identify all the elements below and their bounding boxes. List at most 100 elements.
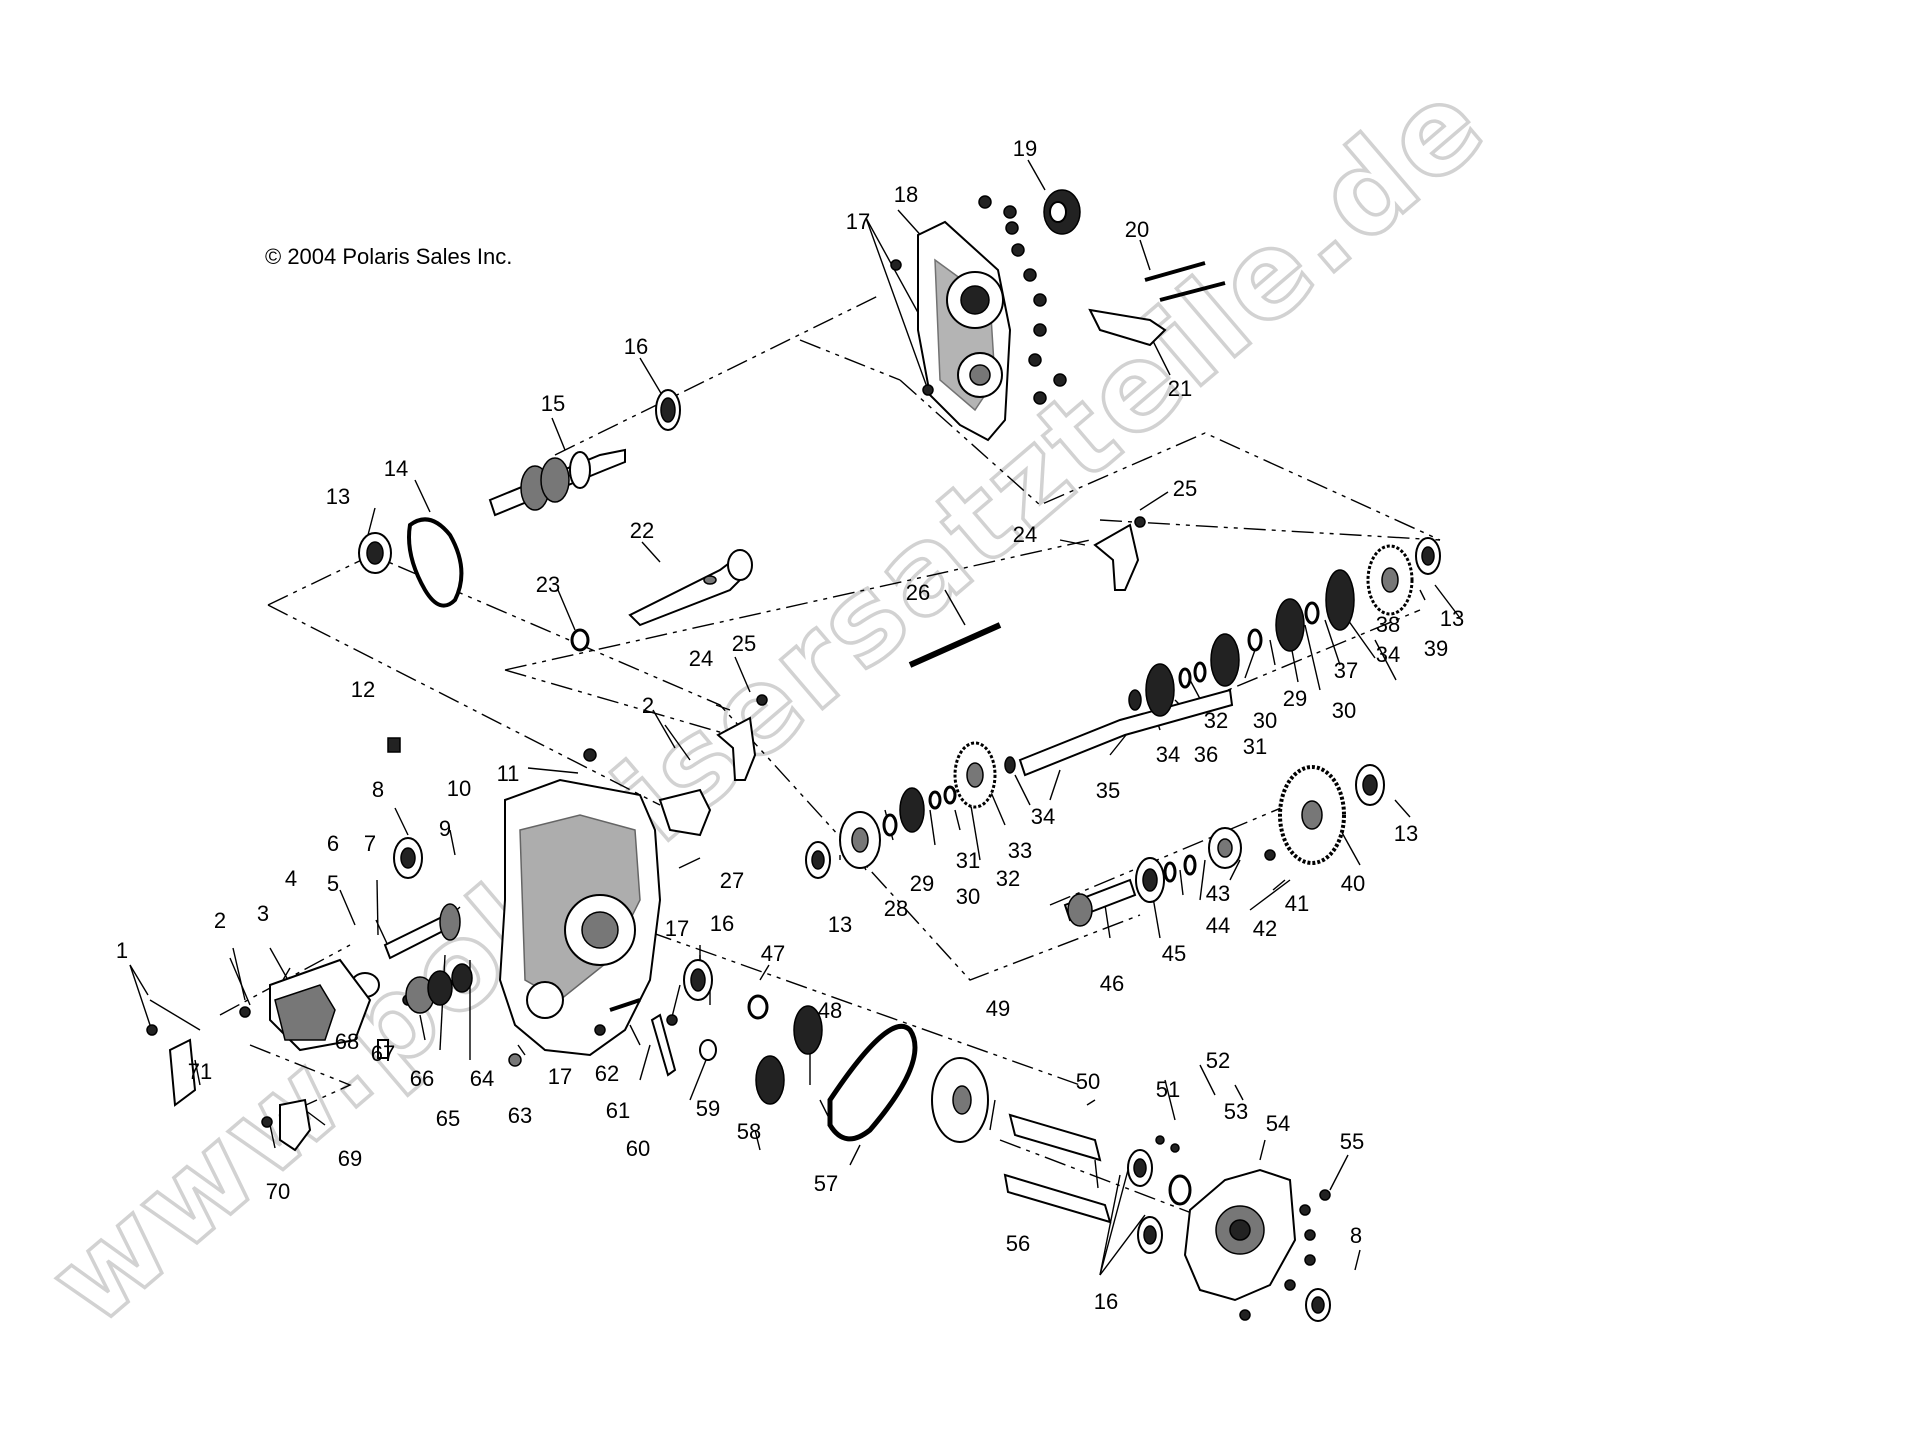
shaft-46 xyxy=(1063,878,1137,927)
callout-22: 22 xyxy=(630,518,654,543)
switch-3 xyxy=(274,984,336,1041)
washer-47 xyxy=(747,994,769,1020)
callout-17-mid: 17 xyxy=(665,916,689,941)
guide-line-left xyxy=(267,604,661,806)
callout-3: 3 xyxy=(257,901,269,926)
callout-46: 46 xyxy=(1100,971,1124,996)
callout-59: 59 xyxy=(696,1096,720,1121)
callout-16-top: 16 xyxy=(624,334,648,359)
callout-37: 37 xyxy=(1334,658,1358,683)
guide-line-lower-output xyxy=(999,1139,1211,1221)
snap-ring-53 xyxy=(1168,1174,1192,1206)
callout-64: 64 xyxy=(470,1066,494,1091)
callout-62: 62 xyxy=(595,1061,619,1086)
callout-41: 41 xyxy=(1285,891,1309,916)
washer-34-mid xyxy=(1128,689,1142,711)
callout-labels: 19 18 17 20 21 16 15 14 13 22 23 25 24 2… xyxy=(116,136,1464,1314)
cover-bolts-55 xyxy=(1239,1189,1331,1321)
callout-66: 66 xyxy=(410,1066,434,1091)
callout-6: 6 xyxy=(327,831,339,856)
callout-4: 4 xyxy=(285,866,297,891)
callout-1: 1 xyxy=(116,938,128,963)
bolt-17-lower xyxy=(594,1024,606,1036)
callout-65: 65 xyxy=(436,1106,460,1131)
guide-line-cover xyxy=(799,339,901,381)
callout-16-mid: 16 xyxy=(710,911,734,936)
callout-52: 52 xyxy=(1206,1048,1230,1073)
callout-7: 7 xyxy=(364,831,376,856)
bearing-45 xyxy=(1135,857,1165,903)
gear-33 xyxy=(953,741,997,809)
washer-32-mid xyxy=(1193,661,1207,683)
guide-line-lower-shaft xyxy=(267,554,1141,981)
shift-drum-22 xyxy=(628,549,753,627)
detent-25-lower xyxy=(756,694,768,706)
callout-13-left: 13 xyxy=(326,484,350,509)
callout-60: 60 xyxy=(626,1136,650,1161)
bolt-2-left xyxy=(239,1006,251,1018)
flange-42 xyxy=(1208,827,1242,869)
o-ring-23 xyxy=(570,628,590,652)
washer-31-low xyxy=(928,790,942,810)
shift-fork-24-upper xyxy=(1093,523,1140,591)
guide-line-upper-frame xyxy=(899,379,1441,541)
gear-30-upper xyxy=(1275,598,1305,652)
detent-25-upper xyxy=(1134,516,1146,528)
callout-29-low: 29 xyxy=(910,871,934,896)
washer-36 xyxy=(1178,667,1192,689)
callout-58: 58 xyxy=(737,1119,761,1144)
bolt-70 xyxy=(261,1116,273,1128)
guide-line-input-shaft xyxy=(554,294,881,456)
callout-14: 14 xyxy=(384,456,408,481)
washer-34-low xyxy=(1004,756,1016,774)
callout-30-top: 30 xyxy=(1332,698,1356,723)
shift-fork-24-lower xyxy=(716,716,757,781)
callout-26: 26 xyxy=(906,580,930,605)
callout-23: 23 xyxy=(536,572,560,597)
callout-17-top: 17 xyxy=(846,209,870,234)
gear-30-low xyxy=(899,787,925,833)
callout-25-lower: 25 xyxy=(732,631,756,656)
callout-38: 38 xyxy=(1376,612,1400,637)
bearing-16-top xyxy=(655,389,681,431)
sprocket-49 xyxy=(931,1057,989,1143)
callout-8-left: 8 xyxy=(372,777,384,802)
bearing-19 xyxy=(1043,189,1081,235)
bracket-21 xyxy=(1088,308,1167,347)
callout-48: 48 xyxy=(818,998,842,1023)
guide-line-gear-stack xyxy=(1099,519,1441,541)
callout-11: 11 xyxy=(497,761,520,786)
bearing-13-right xyxy=(1355,764,1385,806)
callout-25-top: 25 xyxy=(1173,476,1197,501)
washer-44 xyxy=(1163,861,1177,883)
callout-13-center: 13 xyxy=(828,912,852,937)
callout-19: 19 xyxy=(1013,136,1037,161)
shift-rail-26 xyxy=(908,622,1002,668)
callout-24-lower: 24 xyxy=(689,646,713,671)
washer-43 xyxy=(1183,854,1197,876)
callout-29-top: 29 xyxy=(1283,686,1307,711)
callout-31-low: 31 xyxy=(956,848,980,873)
callout-55: 55 xyxy=(1340,1129,1364,1154)
output-shaft-50 xyxy=(1008,1113,1102,1162)
callout-49: 49 xyxy=(986,996,1010,1021)
callout-8-right: 8 xyxy=(1350,1223,1362,1248)
ring-gear-40 xyxy=(1278,765,1346,865)
bracket-71 xyxy=(168,1038,197,1107)
callout-30-low: 30 xyxy=(956,884,980,909)
callout-15: 15 xyxy=(541,391,565,416)
seal-8-right xyxy=(1305,1288,1331,1322)
lower-cover-54 xyxy=(1183,1168,1297,1302)
bolt-11 xyxy=(583,748,597,762)
cover-27 xyxy=(658,788,712,837)
gear-58 xyxy=(755,1055,785,1105)
actuator-69 xyxy=(279,1098,312,1152)
washer-32-low xyxy=(943,785,957,805)
gear-64 xyxy=(451,963,473,993)
callout-16-lower: 16 xyxy=(1094,1289,1118,1314)
mounting-bolts-20 xyxy=(1144,261,1226,302)
callout-27: 27 xyxy=(720,868,744,893)
callout-56: 56 xyxy=(1006,1231,1030,1256)
plug-12 xyxy=(387,737,401,753)
